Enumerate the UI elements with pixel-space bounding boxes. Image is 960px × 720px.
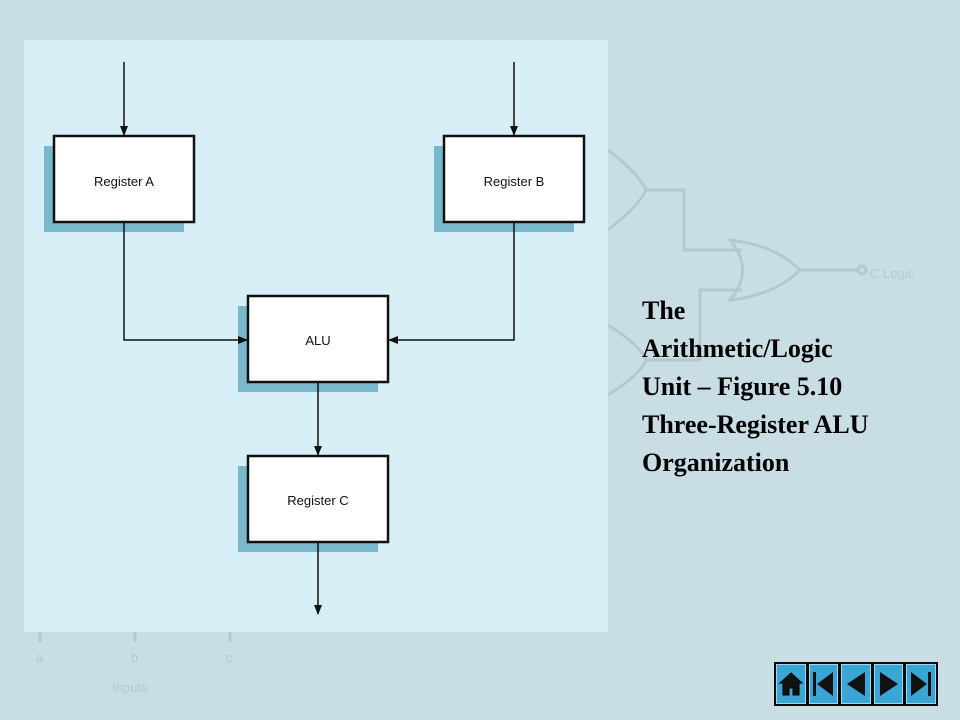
slide-navigation-bar	[774, 662, 938, 706]
alu-label: ALU	[305, 333, 330, 348]
alu-organization-figure: Register A Register B ALU Register C	[24, 40, 608, 632]
register-b-box: Register B	[434, 134, 586, 232]
title-line-4: Three-Register ALU	[642, 410, 869, 439]
bg-or-gate-output	[726, 238, 803, 302]
title-line-2: Arithmetic/Logic	[642, 334, 833, 363]
connector-register-a-to-alu	[123, 223, 248, 344]
alu-diagram-svg: Register A Register B ALU Register C	[44, 62, 586, 615]
register-c-label: Register C	[287, 493, 348, 508]
bg-or-gate-top	[607, 148, 648, 232]
next-slide-icon	[879, 672, 898, 696]
home-button[interactable]	[776, 664, 806, 704]
next-slide-button[interactable]	[873, 664, 904, 704]
register-a-box: Register A	[44, 134, 196, 232]
connector-register-b-to-alu	[388, 223, 515, 344]
alu-box: ALU	[238, 294, 390, 392]
register-b-label: Register B	[484, 174, 545, 189]
title-line-1: The	[642, 296, 686, 325]
first-slide-icon	[813, 672, 834, 696]
bg-input-letter-c: c	[226, 650, 233, 665]
register-c-box: Register C	[238, 454, 390, 552]
home-icon	[778, 672, 804, 696]
previous-slide-button[interactable]	[841, 664, 871, 704]
bg-input-letter-b: b	[131, 650, 138, 665]
slide-title: The Arithmetic/Logic Unit – Figure 5.10 …	[642, 292, 942, 482]
bg-input-letter-a: a	[36, 650, 44, 665]
bg-gate-label: C Logic	[870, 266, 915, 281]
last-slide-icon	[911, 672, 932, 696]
bg-or-gate-bottom	[607, 323, 648, 397]
first-slide-button[interactable]	[808, 664, 839, 704]
bg-inputs-caption: Inputs	[112, 680, 148, 695]
register-a-label: Register A	[94, 174, 154, 189]
previous-slide-icon	[846, 672, 865, 696]
title-line-3: Unit – Figure 5.10	[642, 372, 843, 401]
title-line-5: Organization	[642, 448, 790, 477]
last-slide-button[interactable]	[906, 664, 936, 704]
